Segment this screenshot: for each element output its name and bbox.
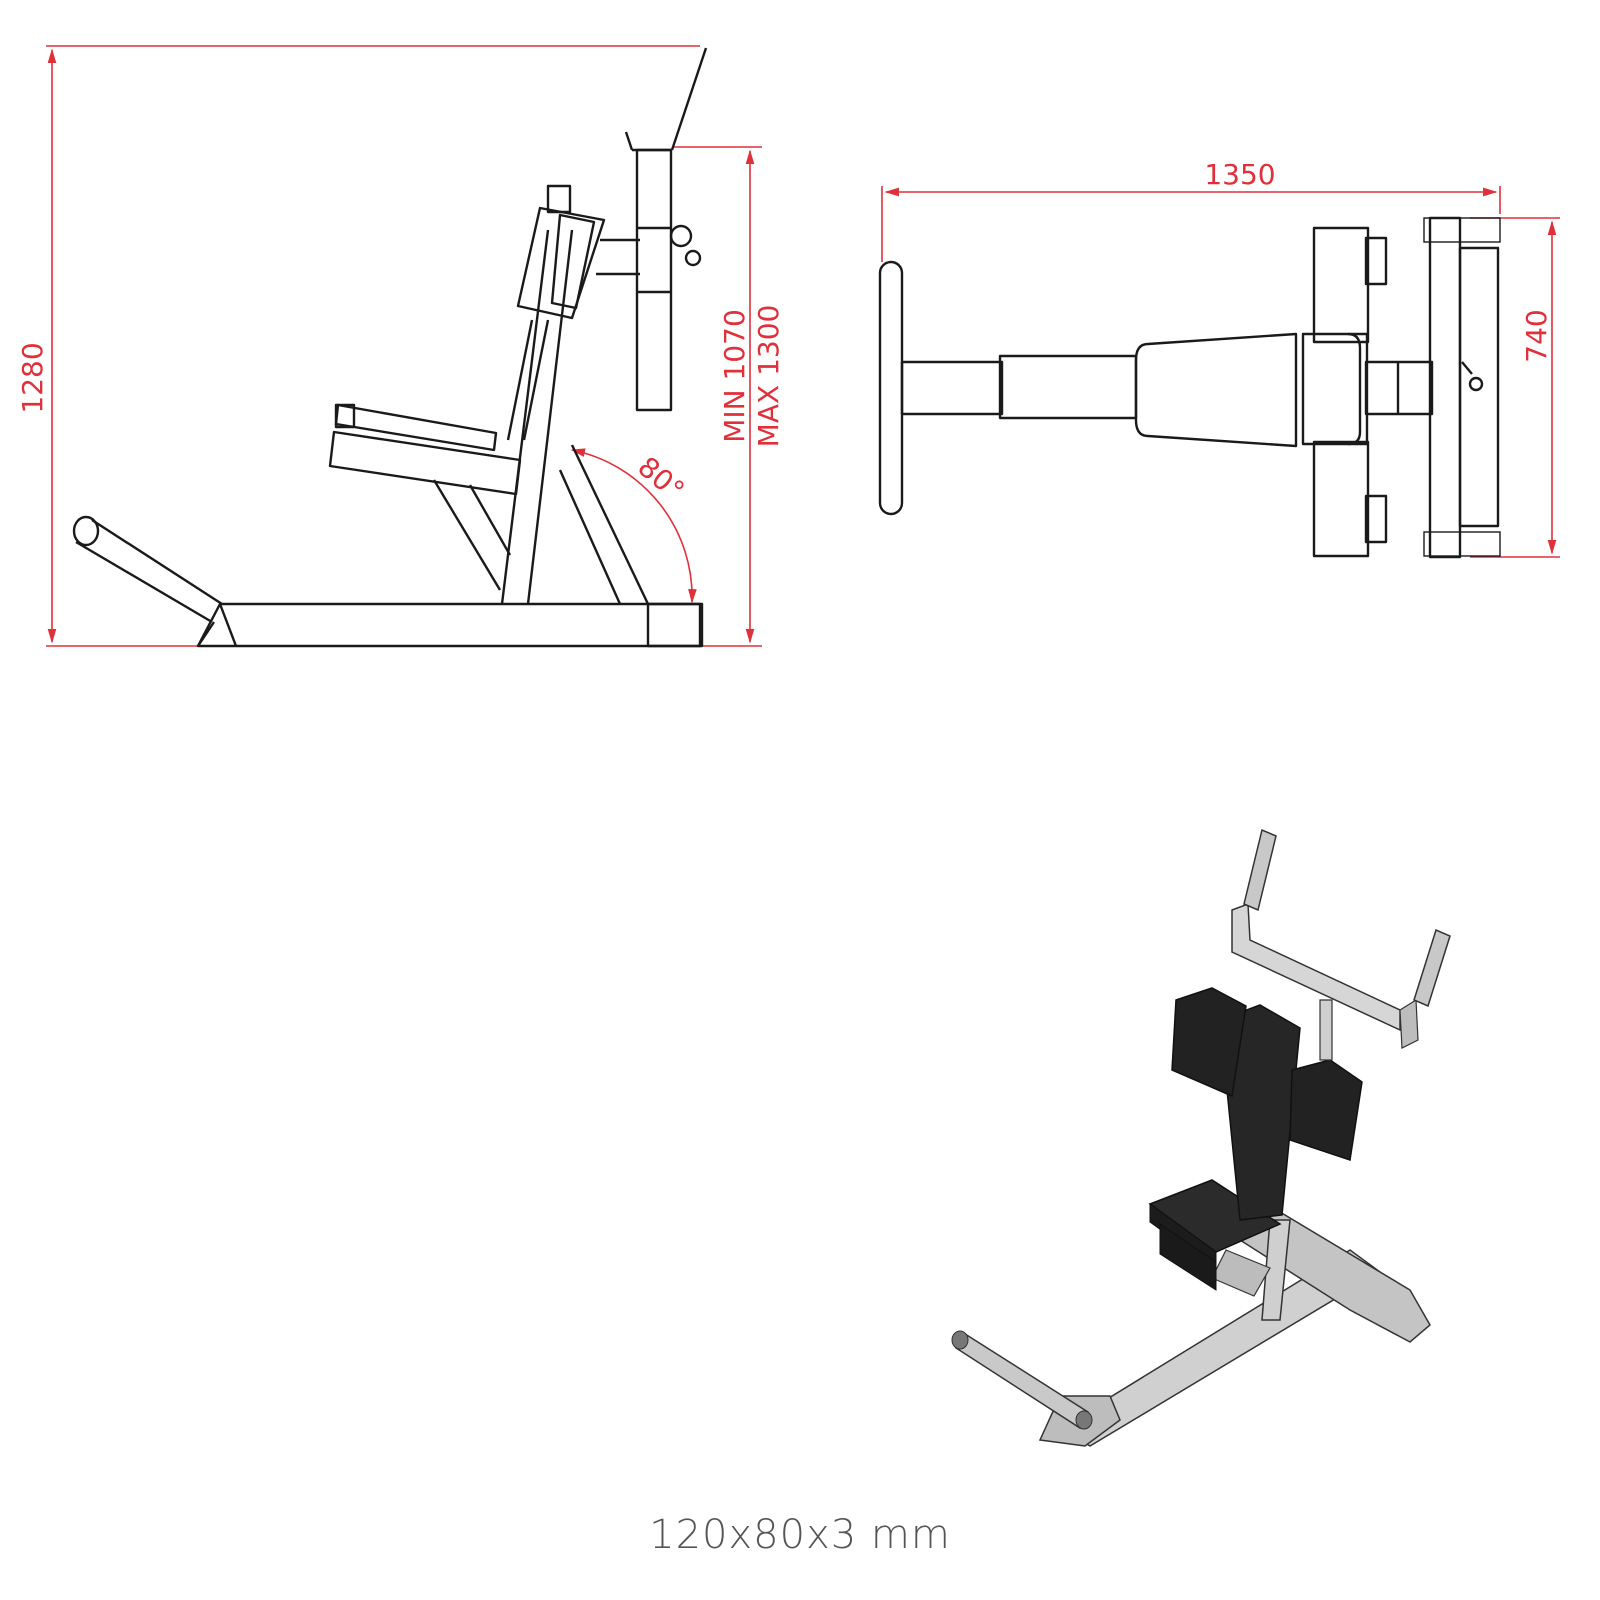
- dimension-adjustable-height: MIN 1070 MAX 1300: [672, 146, 785, 647]
- isometric-view: [951, 828, 1451, 1447]
- dimension-length-1350: 1350: [881, 158, 1501, 262]
- dimension-angle: 80°: [570, 448, 697, 604]
- top-view: 1350 740: [878, 158, 1560, 559]
- height-label: 1280: [16, 342, 49, 413]
- max-height-label: MAX 1300: [752, 305, 785, 448]
- length-label: 1350: [1204, 158, 1275, 191]
- profile-size-caption: 120x80x3 mm: [649, 1512, 951, 1558]
- dimension-width-740: 740: [1470, 217, 1560, 558]
- dimension-height-1280: 1280: [16, 45, 700, 647]
- angle-label: 80°: [632, 450, 691, 507]
- side-view: 1280 MIN 1070 MAX 1300 80°: [16, 45, 785, 648]
- min-height-label: MIN 1070: [718, 309, 751, 443]
- width-label: 740: [1520, 309, 1553, 362]
